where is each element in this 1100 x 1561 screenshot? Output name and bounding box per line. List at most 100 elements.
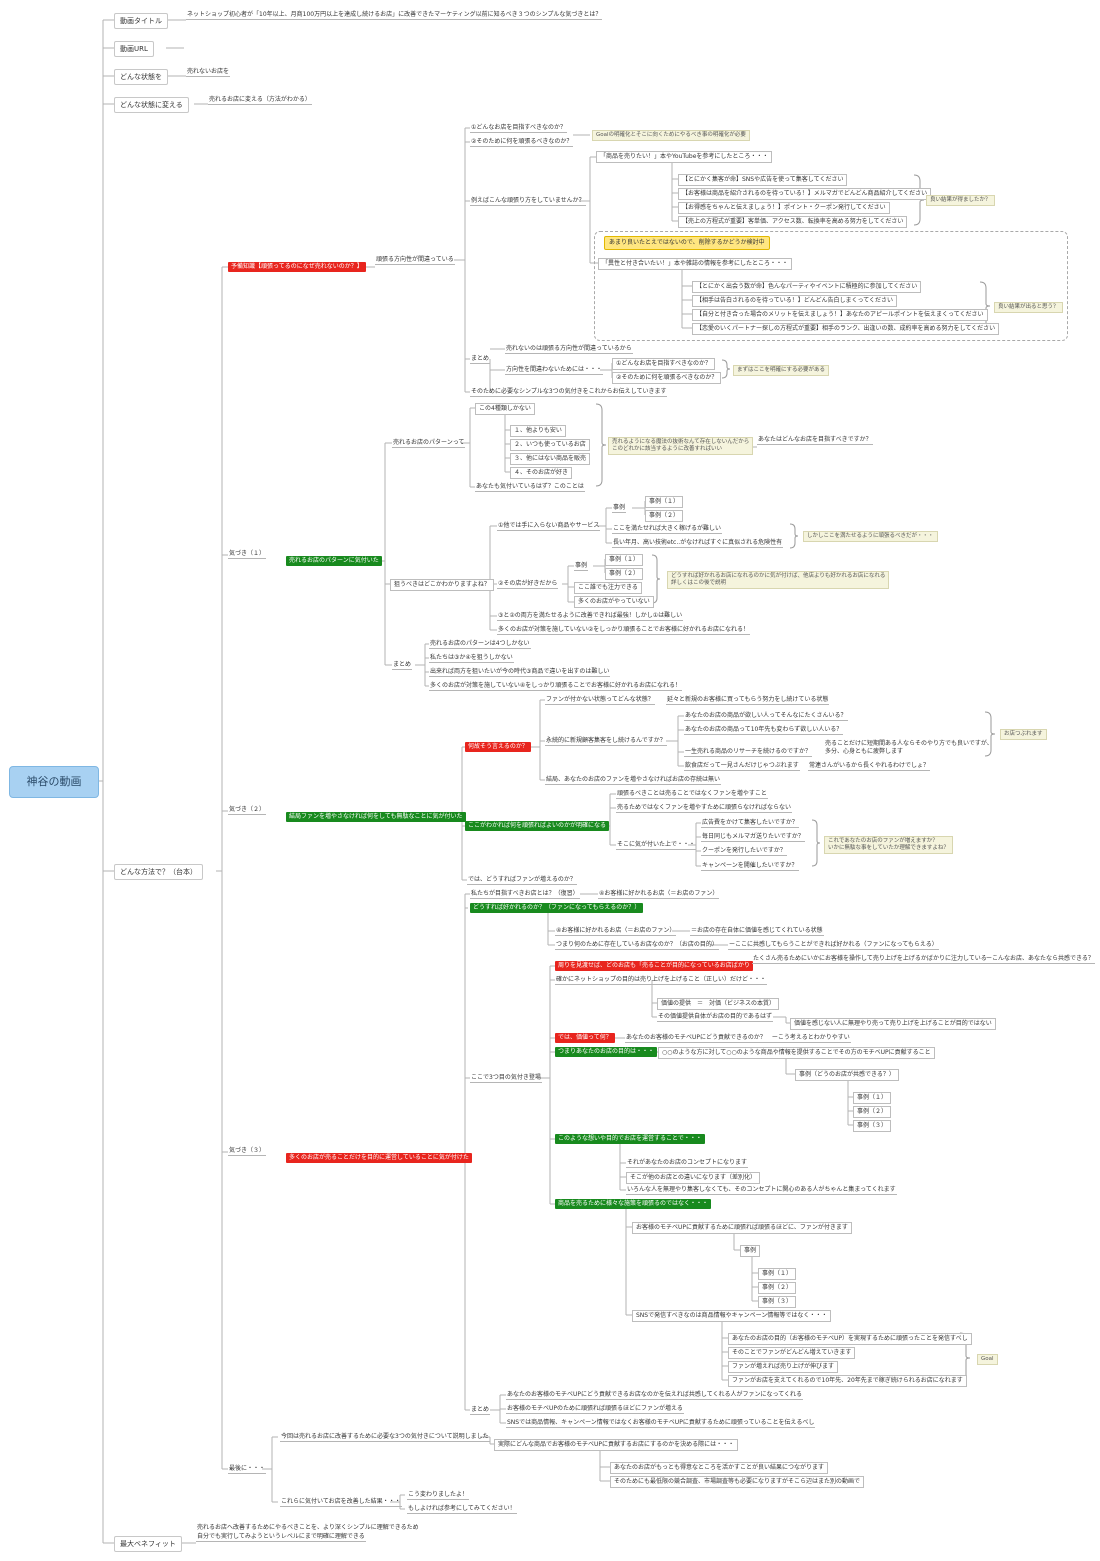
- sec2-q2-ex-2[interactable]: 事例（２）: [605, 568, 644, 580]
- sec4-z2[interactable]: 確かにネットショップの目的は売り上げを上げること（正しい）だけど・・・: [555, 976, 768, 985]
- sec4-z6-ex-3[interactable]: 事例（３）: [758, 1296, 797, 1308]
- sec3-label[interactable]: 気づき（２）: [228, 806, 267, 815]
- sec4-green-h[interactable]: どうすれば好かれるのか？（ファンになってもらえるのか？）: [470, 903, 644, 913]
- sec1-matome[interactable]: まとめ: [470, 355, 491, 364]
- sec2-q2-example[interactable]: 事例: [574, 562, 589, 571]
- node-from-state[interactable]: どんな状態を: [114, 69, 168, 85]
- sec3-r2-item-3[interactable]: 一生売れる商品のリサーチを続けるのですか？: [684, 748, 813, 757]
- sec1-d2-item-3[interactable]: 【自分と付き合った場合のメリットを伝えましょう！】あなたのアピールポイントを伝え…: [692, 309, 988, 321]
- sec4-z6-item-1[interactable]: あなたのお店の目的（お客様のモチベUP）を実現するために頑張ったことを発信すべし: [728, 1333, 972, 1345]
- sec4-z[interactable]: ここで3つ目の気付き登場: [470, 1074, 542, 1083]
- sec5-label[interactable]: 最後に・・・: [228, 1465, 267, 1474]
- sec4-red-label[interactable]: 多くのお店が売ることだけを目的に運営していることに気が付けた: [286, 1153, 472, 1163]
- sec4-green-z4-a[interactable]: ○○のような方に対して○○のような商品や情報を提供することでその方のモチベUPに…: [658, 1047, 935, 1059]
- sec4-red-z1-b[interactable]: ーこんなお店、あなたなら共感できる？: [985, 955, 1095, 964]
- sec4-mm-2[interactable]: お客様のモチベUPのために頑張れば頑張るほどにファンが増える: [506, 1405, 684, 1414]
- sec1-q1[interactable]: ①どんなお店を目指すべきなのか？: [470, 124, 567, 133]
- video-title-text[interactable]: ネットショップ初心者が「10年以上、月商100万円以上を達成し続けるお店」に改善…: [186, 11, 603, 20]
- sec4-z2-item-2[interactable]: その価値提供自体がお店の目的であるはず: [657, 1013, 773, 1022]
- sec5-s2[interactable]: これらに気付いてお店を改善した結果・・・: [280, 1498, 402, 1507]
- sec3-g1[interactable]: 頑張るべきことは売ることではなくファンを増やすこと: [616, 790, 768, 799]
- sec1-d1-item-4[interactable]: 【売上の方程式が重要】客単価、アクセス数、転換率を高める努力をしてください: [678, 216, 908, 228]
- sec4-z2-item-1[interactable]: 価値の提供 ＝ 対価（ビジネスの本質）: [657, 998, 780, 1010]
- sec1-d2-item-1[interactable]: 【とにかく出会う数が命】色んなパーティやイベントに積極的に参加してください: [692, 281, 922, 293]
- sec3-r1-a[interactable]: 延々と新規のお客様に買ってもらう努力をし続けている状態: [666, 696, 830, 705]
- sec4-z5-item-1[interactable]: それがあなたのお店のコンセプトになります: [626, 1159, 749, 1168]
- sec1-d1-item-1[interactable]: 【とにかく集客が命】SNSや広告を使って集客してください: [678, 174, 848, 186]
- sec3-g3[interactable]: そこに気が付いた上で・・・: [616, 841, 697, 850]
- sec3-red-label[interactable]: 何故そう言えるのか？: [465, 742, 531, 752]
- sec4-h1-a[interactable]: ④お客様に好かれるお店（＝お店のファン）: [598, 890, 720, 899]
- node-video-title[interactable]: 動画タイトル: [114, 13, 168, 29]
- sec3-g4[interactable]: では、どうすればファンが増えるのか？: [467, 876, 577, 885]
- sec4-label[interactable]: 気づき（３）: [228, 1147, 267, 1156]
- sec1-red-label[interactable]: 予備知識【頑張ってるのになぜ売れないのか？】: [228, 262, 366, 272]
- sec2-type-2[interactable]: ２、いつも使っているお店: [510, 439, 590, 451]
- sec1-d2-item-2[interactable]: 【相手は告白されるのを待っている！】どんどん告白しまくってください: [692, 295, 898, 307]
- sec2-four-types[interactable]: この4種類しかない: [475, 403, 535, 415]
- sec2-matome[interactable]: まとめ: [392, 661, 413, 670]
- sec2-q2-b[interactable]: 多くのお店がやっていない: [574, 596, 654, 608]
- sec1-example[interactable]: 例えばこんな頑張り方をしていませんか？: [470, 197, 586, 206]
- node-max-benefit[interactable]: 最大ベネフィット: [114, 1536, 182, 1552]
- sec1-d1[interactable]: 「商品を売りたい！」本やYouTubeを参考にしたところ・・・: [596, 151, 773, 163]
- sec4-mm-3[interactable]: SNSでは商品情報、キャンペーン情報ではなくお客様のモチベUPに貢献するために頑…: [506, 1419, 816, 1428]
- sec2-mm-3[interactable]: 出来れば両方を狙いたいが今の時代③商品で違いを出すのは難しい: [429, 668, 611, 677]
- to-state-text[interactable]: 売れるお店に変える（方法がわかる）: [208, 96, 312, 105]
- sec4-z6-item-3[interactable]: ファンが増えれば売り上げが伸びます: [728, 1361, 839, 1373]
- sec3-r2-item-1[interactable]: あなたのお店の商品が欲しい人ってそんなにたくさんいる？: [684, 712, 848, 721]
- benefit-text-2[interactable]: 自分でも実行してみようというレベルにまで明確に理解できる: [196, 1533, 366, 1542]
- sec3-r2-item-2[interactable]: あなたのお店の商品って10年先も変わらず欲しい人いる？: [684, 726, 844, 735]
- sec1-m2-item-2[interactable]: ②そのために何を頑張るべきなのか？: [612, 372, 722, 384]
- sec4-mm-1[interactable]: あなたのお客様のモチベUPにどう貢献できるお店なのかを伝えれば共感してくれる人が…: [506, 1391, 804, 1400]
- sec5-s1-item-2[interactable]: そのためにも最低限の競合調査、市場調査等も必要になりますがそこら辺はまた別の動画…: [610, 1476, 865, 1488]
- sec2-mm-2[interactable]: 私たちは③か④を狙うしかない: [429, 654, 514, 663]
- sec4-h3-a[interactable]: ーここに共感してもらうことができれば好かれる（ファンになってもらえる）: [728, 941, 939, 950]
- sec4-z4-ex-2[interactable]: 事例（２）: [853, 1106, 892, 1118]
- sec2-q1[interactable]: ①他では手に入らない商品やサービス: [497, 522, 601, 531]
- node-video-url[interactable]: 動画URL: [114, 41, 154, 57]
- sec2-pattern-note2[interactable]: あなたはどんなお店を目指すべきですか？: [757, 436, 873, 445]
- sec2-type-1[interactable]: １、他よりも安い: [510, 425, 566, 437]
- sec2-q2[interactable]: ②その店が好きだから: [497, 580, 559, 589]
- sec4-z6-1[interactable]: お客様のモチベUPに貢献するために頑張れば頑張るほどに、ファンが付きます: [632, 1222, 852, 1234]
- sec1-d2-item-4[interactable]: 【恋愛のいくパートナー探しの方程式が重要】相手のランク、出逢いの数、成約率を高め…: [692, 323, 1000, 335]
- root-node[interactable]: 神谷の動画: [9, 766, 99, 798]
- sec4-z4-ex-1[interactable]: 事例（１）: [853, 1092, 892, 1104]
- benefit-text-1[interactable]: 売れるお店へ改善するためにやるべきことを、より深くシンプルに理解できるため: [197, 1524, 419, 1531]
- sec3-green-label[interactable]: 結局ファンを増やさなければ何をしても無駄なことに気が付いた: [286, 812, 466, 822]
- sec4-h2-a[interactable]: ＝お店の存在自体に価値を感じてくれている状態: [690, 927, 824, 936]
- sec1-direction[interactable]: 頑張る方向性が間違っている: [375, 256, 455, 265]
- sec4-matome[interactable]: まとめ: [470, 1406, 491, 1415]
- sec2-q1-a[interactable]: ここを満たせれば大きく稼げるが難しい: [612, 525, 723, 534]
- sec4-red-z3[interactable]: では、価値って何？: [555, 1033, 615, 1043]
- sec4-z5-item-2[interactable]: そこが他のお店との違いになります（差別化）: [626, 1172, 760, 1184]
- sec2-label[interactable]: 気づき（１）: [228, 550, 267, 559]
- sec4-z4-ex-3[interactable]: 事例（３）: [853, 1120, 892, 1132]
- sec2-pattern[interactable]: 売れるお店のパターンって: [392, 439, 466, 448]
- sec2-mm-4[interactable]: 多くのお店が対策を施していない④をしっかり頑張ることでお客様に好かれるお店になれ…: [429, 682, 683, 691]
- sec3-green2[interactable]: ここがわかれば何を頑張ればよいのかが明確になる: [465, 821, 610, 831]
- sec2-q3[interactable]: ③と②の両方を満たせるように改善できれば最強！しかし①は難しい: [497, 612, 684, 621]
- sec2-aware[interactable]: あなたも気付いているはず？このことは: [475, 483, 585, 492]
- sec4-z6-example[interactable]: 事例: [740, 1245, 761, 1257]
- sec2-mm-1[interactable]: 売れるお店のパターンは4つしかない: [429, 640, 531, 649]
- sec3-g3-item-1[interactable]: 広告費をかけて集客したいですか？: [701, 819, 799, 828]
- sec4-z4-example[interactable]: 事例（どうのお店が共感できる？）: [795, 1069, 899, 1081]
- sec4-h2[interactable]: ④お客様に好かれるお店（＝お店のファン）: [555, 927, 677, 936]
- sec4-z6-item-2[interactable]: そのことでファンがどんどん増えていきます: [728, 1347, 856, 1359]
- sec4-z6-ex-2[interactable]: 事例（２）: [758, 1282, 797, 1294]
- from-state-text[interactable]: 売れないお店を: [186, 68, 231, 77]
- sec4-z2-c[interactable]: 価値を感じない人に無理やり売って売り上げを上げることが目的ではない: [790, 1018, 996, 1030]
- sec3-r2[interactable]: 永続的に新規顧客集客をし続けるんですか？: [545, 737, 667, 746]
- sec4-green-z4[interactable]: つまりあなたのお店の目的は・・・: [555, 1047, 658, 1057]
- sec4-red-z1-a[interactable]: たくさん売るためにいかにお客様を操作して売り上げを上げるかばかりに注力している: [752, 955, 988, 964]
- sec2-q2-ex-1[interactable]: 事例（１）: [605, 554, 644, 566]
- sec1-m3[interactable]: そのために必要なシンプルな3つの気付きをこれからお伝えしていきます: [470, 388, 668, 397]
- sec5-s1-a[interactable]: 実際にどんな商品でお客様のモチベUPに貢献するお店にするのかを決める際には・・・: [494, 1439, 739, 1451]
- sec3-g2[interactable]: 売るためではなくファンを増やすために頑張らなければならない: [616, 804, 793, 813]
- sec4-z6-ex-1[interactable]: 事例（１）: [758, 1268, 797, 1280]
- sec4-red-z3-a[interactable]: あなたのお客様のモチベUPにどう貢献できるのか？ ーこう考えるとわかりやすい: [625, 1034, 851, 1043]
- sec1-m2[interactable]: 方向性を間違わないためには・・・: [505, 366, 604, 375]
- sec4-red-z1[interactable]: 周りを見渡せば、どのお店も「売ることが目的になっているお店ばかり: [555, 961, 753, 971]
